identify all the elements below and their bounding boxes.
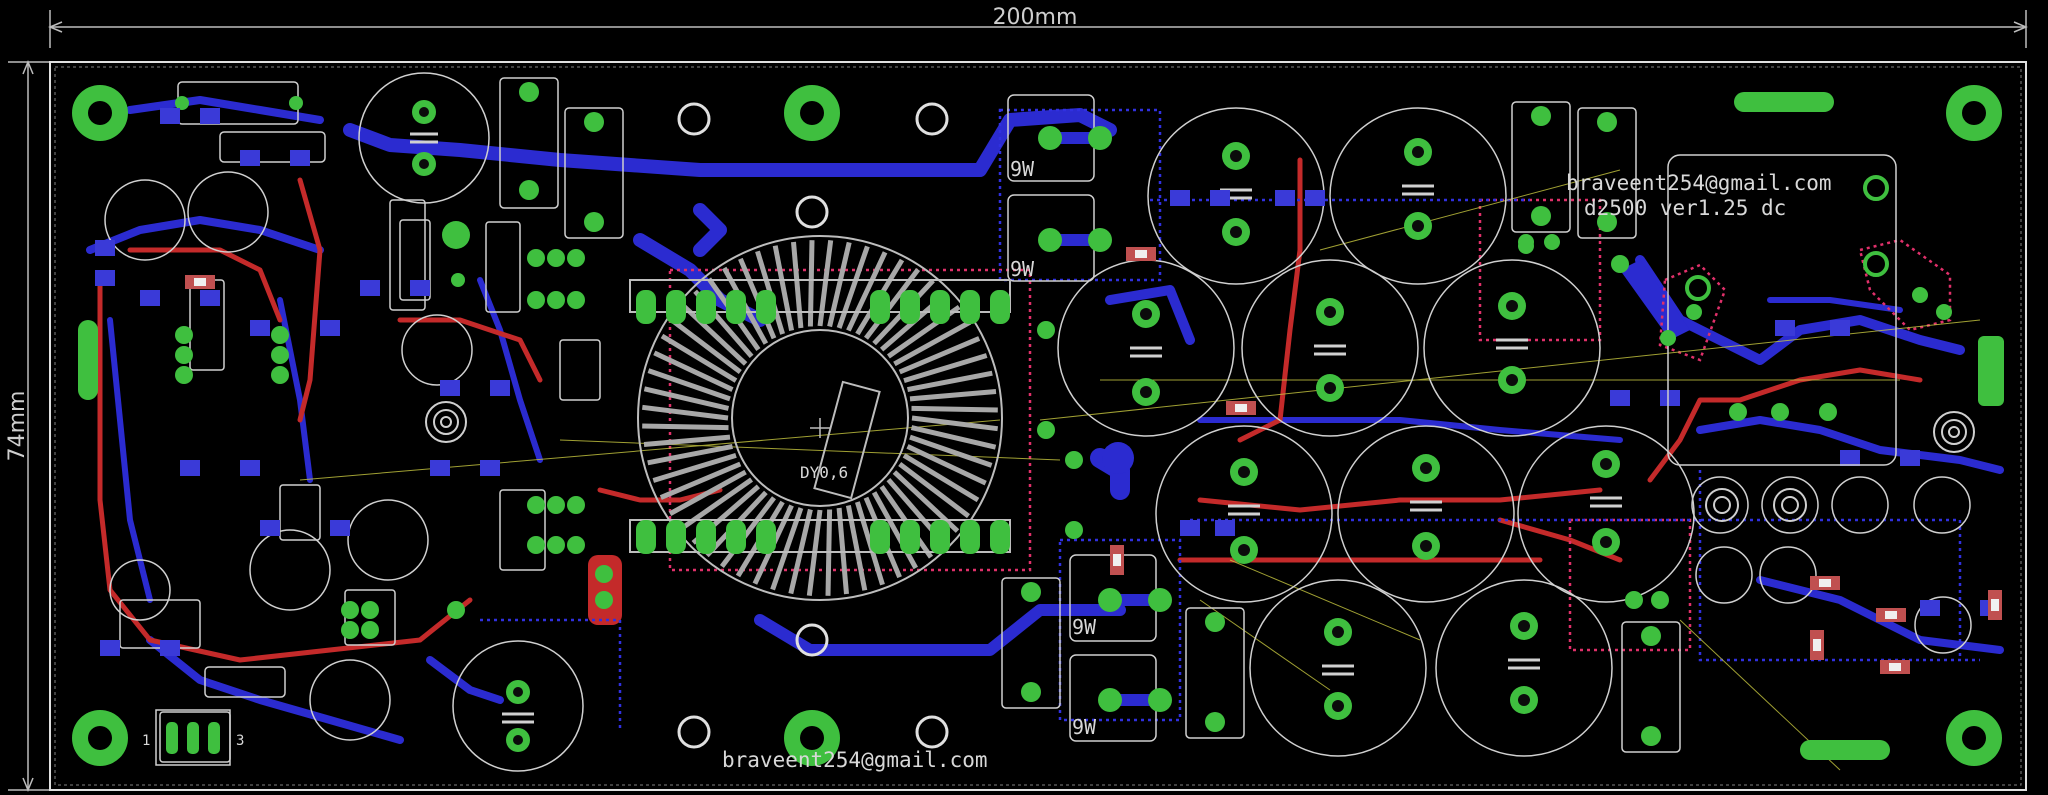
toroid-winding	[659, 461, 742, 500]
smd-components	[95, 108, 2000, 656]
board-email-top: braveent254@gmail.com	[1566, 171, 1832, 195]
keepout-outlines	[668, 198, 1952, 652]
toroid-winding	[791, 241, 804, 329]
toroid-winding	[643, 434, 731, 447]
toroid-winding	[846, 251, 888, 332]
toroid-winding	[669, 317, 742, 374]
top-smd-resistors	[185, 247, 2002, 674]
toroid-winding	[660, 333, 738, 383]
toroid-winding	[898, 336, 981, 375]
top-copper-layer	[97, 157, 1923, 663]
toroid-winding	[910, 425, 997, 450]
toroid-winding	[892, 470, 960, 533]
capacitor-outlines	[104, 72, 1972, 772]
toroid-winding	[909, 389, 997, 402]
width-dimension-label: 200mm	[993, 5, 1078, 30]
toroid-winding	[909, 434, 993, 468]
toroid-winding	[906, 444, 987, 486]
film-capacitors	[189, 77, 1681, 753]
toroid-winding	[907, 370, 993, 393]
bottom-copper-pour-right	[1620, 260, 1690, 340]
toroid-label: DY0,6	[800, 463, 848, 482]
connector-pin-3: 3	[236, 733, 244, 749]
power-resistors	[1007, 94, 1157, 742]
height-dimension	[8, 60, 50, 792]
toroid-winding	[807, 240, 815, 327]
toroid-winding	[770, 507, 804, 591]
toroid-winding	[719, 496, 776, 569]
connector-pin-1: 1	[142, 733, 150, 749]
trimmers	[425, 401, 1975, 522]
toroid-winding	[898, 462, 971, 519]
control-module-pads	[1518, 175, 1952, 609]
toroid-winding	[653, 350, 734, 392]
toroid-winding	[871, 491, 918, 570]
toroid-winding	[642, 423, 729, 431]
toroid-winding	[817, 239, 834, 327]
film-capacitor-pads	[519, 82, 1661, 746]
toroid-winding	[836, 245, 870, 329]
toroid-winding	[911, 405, 998, 413]
width-dimension	[48, 10, 2028, 48]
toroid-winding	[680, 303, 748, 366]
toroid-winding	[903, 353, 988, 383]
toroid-winding	[902, 453, 980, 503]
resistor-label-r4: 9W	[1072, 715, 1097, 739]
toroid-winding	[893, 320, 972, 367]
resistor-label-r1: 9W	[1010, 157, 1035, 181]
toroid-winding	[911, 415, 999, 432]
height-dimension-label: 74mm	[5, 391, 30, 462]
toroid-transformer	[629, 235, 1011, 601]
toroid-winding	[643, 386, 730, 411]
board-outline-inner	[54, 66, 2022, 786]
bottom-copper-pour	[1102, 442, 1134, 474]
toroid-winding	[652, 453, 737, 483]
toroid-winding	[647, 368, 731, 402]
power-resistor-pads	[1038, 126, 1172, 712]
resistor-label-r3: 9W	[1072, 615, 1097, 639]
resistor-label-r2: 9W	[1010, 257, 1035, 281]
left-component-cluster	[78, 81, 2004, 763]
toroid-winding	[641, 404, 729, 421]
capacitor-pads	[410, 100, 1622, 752]
bottom-connector	[155, 709, 231, 766]
toroid-winding	[668, 469, 747, 516]
mounting-holes	[72, 85, 2002, 766]
toroid-winding	[647, 443, 733, 466]
toroid-winding	[772, 245, 795, 331]
control-module-outline	[1667, 154, 1897, 466]
toroid-winding	[855, 501, 885, 586]
toroid-header-pads	[636, 290, 1010, 554]
board-version: d2500 ver1.25 dc	[1584, 196, 1786, 220]
board-outline	[49, 61, 2027, 791]
board-email-bottom: braveent254@gmail.com	[722, 748, 988, 772]
